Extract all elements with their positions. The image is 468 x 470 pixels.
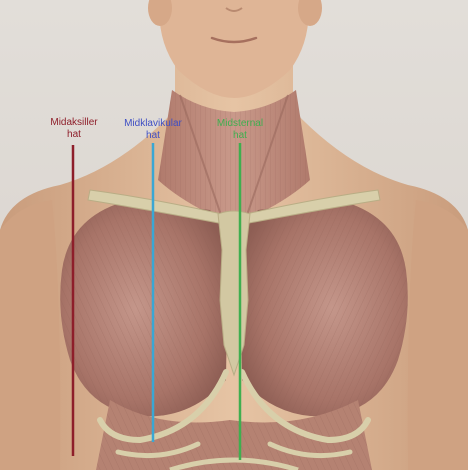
midaxillary-label-line2: hat — [46, 129, 102, 141]
midsternal-label-line1: Midsternal — [208, 118, 272, 130]
midsternal-label-line2: hat — [208, 130, 272, 142]
left-arm — [0, 200, 60, 470]
midclavicular-label: Midklavikular hat — [118, 118, 188, 142]
midsternal-label: Midsternal hat — [208, 118, 272, 142]
right-arm — [408, 200, 468, 470]
midaxillary-label: Midaksiller hat — [46, 117, 102, 141]
midclavicular-label-line2: hat — [118, 130, 188, 142]
midaxillary-label-line1: Midaksiller — [46, 117, 102, 129]
midclavicular-label-line1: Midklavikular — [118, 118, 188, 130]
